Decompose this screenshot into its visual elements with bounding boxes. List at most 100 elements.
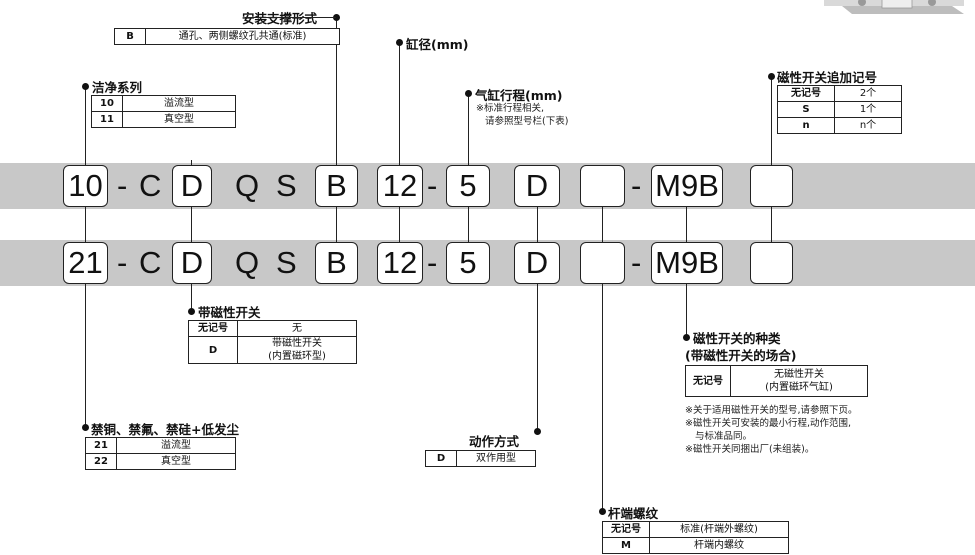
magnet-val-1: 带磁性开关(内置磁环型) [237,336,357,364]
leader-stroke2 [468,207,469,242]
leader-bore [399,42,400,165]
row1-suffix-box [750,165,793,207]
leader-copper [85,284,86,426]
row2-mount-code: B [326,245,347,280]
leader-mount-h [336,207,337,242]
bore-dot [396,39,403,46]
row2-dash-1: - [117,245,128,280]
switch-val-line2: (内置磁环气缸) [765,382,833,393]
table-row: 无记号 无磁性开关 (内置磁环气缸) [685,365,868,397]
row2-suffix-box [750,242,793,284]
switch-table: 无记号 无磁性开关 (内置磁环气缸) [685,365,868,397]
mount-title: 安装支撑形式 [242,11,318,26]
row1-c: C [139,168,162,203]
magnet-title: 带磁性开关 [198,305,261,320]
leader-bore2 [399,207,400,242]
row2-q: Q [235,245,260,280]
clean-key-0: 10 [91,95,123,112]
row1-switch-box: M9B [651,165,723,207]
leader-rod [602,207,603,242]
row1-action-code: D [525,168,549,203]
stroke-note-1: ※标准行程相关, [476,103,544,114]
row2-dash-3: - [631,245,642,280]
row1-action-box: D [514,165,560,207]
row2-dash-2: - [427,245,438,280]
leader-suffix [771,76,772,165]
leader-action [537,284,538,431]
clean-title: 洁净系列 [92,80,143,95]
row2-stroke-box: 5 [446,242,490,284]
row1-stroke-code: 5 [459,168,477,203]
copper-dot [82,424,89,431]
row2-action-box: D [514,242,560,284]
suffix-val-2: n个 [834,117,902,134]
switch-note-0: ※关于适用磁性开关的型号,请参照下页。 [685,405,858,416]
row1-bore-code: 12 [382,168,418,203]
switch-note-1: ※磁性开关可安装的最小行程,动作范围, [685,418,851,429]
row2-series-box: 21 [63,242,108,284]
row1-mount-box: B [315,165,358,207]
bore-title: 缸径(mm) [406,37,469,52]
product-photo [824,0,964,14]
row1-stroke-box: 5 [446,165,490,207]
row1-rod-box [580,165,625,207]
switch-note-2: 与标准品同。 [695,431,753,442]
leader-switch [686,207,687,242]
switch-note-3: ※磁性开关同捆出厂(未组装)。 [685,444,815,455]
switch-key: 无记号 [685,365,731,397]
rod-title: 杆端螺纹 [608,506,659,521]
stroke-title: 气缸行程(mm) [475,88,563,103]
suffix-key-1: S [777,101,835,118]
leader-suffix2 [771,207,772,242]
clean-key-1: 11 [91,111,123,128]
clean-dot [82,83,89,90]
clean-val-0: 溢流型 [122,95,236,112]
rod-dot [599,508,606,515]
copper-val-0: 溢流型 [116,437,236,454]
rod-val-0: 标准(杆端外螺纹) [649,521,789,538]
switch-title-2: (带磁性开关的场合) [685,348,797,363]
row2-bore-box: 12 [377,242,423,284]
switch-val-line1: 无磁性开关 [774,369,824,380]
row1-dash-3: - [631,168,642,203]
mount-underline [245,17,336,18]
table-row: 无记号无 [188,320,357,337]
suffix-title: 磁性开关追加记号 [777,70,878,85]
magnet-key-1: D [188,336,238,364]
leader-mount [336,17,337,165]
leader-clean2 [85,207,86,242]
row2-rod-box [580,242,625,284]
magnet-val-1-line1: 带磁性开关 [272,338,322,349]
copper-val-1: 真空型 [116,453,236,470]
row1-series-box: 10 [63,165,108,207]
clean-val-1: 真空型 [122,111,236,128]
magnet-key-0: 无记号 [188,320,238,337]
row1-series-code: 10 [68,168,103,203]
row2-magnet-code: D [180,245,204,280]
leader-clean [85,86,86,165]
row2-magnet-box: D [172,242,212,284]
row2-series-code: 21 [68,245,103,280]
action-key: D [425,450,457,467]
magnet-dot [188,308,195,315]
leader-rod2 [602,284,603,511]
action-dot [534,428,541,435]
suffix-dot [768,73,775,80]
switch-dot [683,334,690,341]
action-val: 双作用型 [456,450,536,467]
row1-dash-2: - [427,168,438,203]
rod-key-0: 无记号 [602,521,650,538]
copper-title: 禁铜、禁氟、禁硅+低发尘 [91,422,239,437]
copper-key-0: 21 [85,437,117,454]
